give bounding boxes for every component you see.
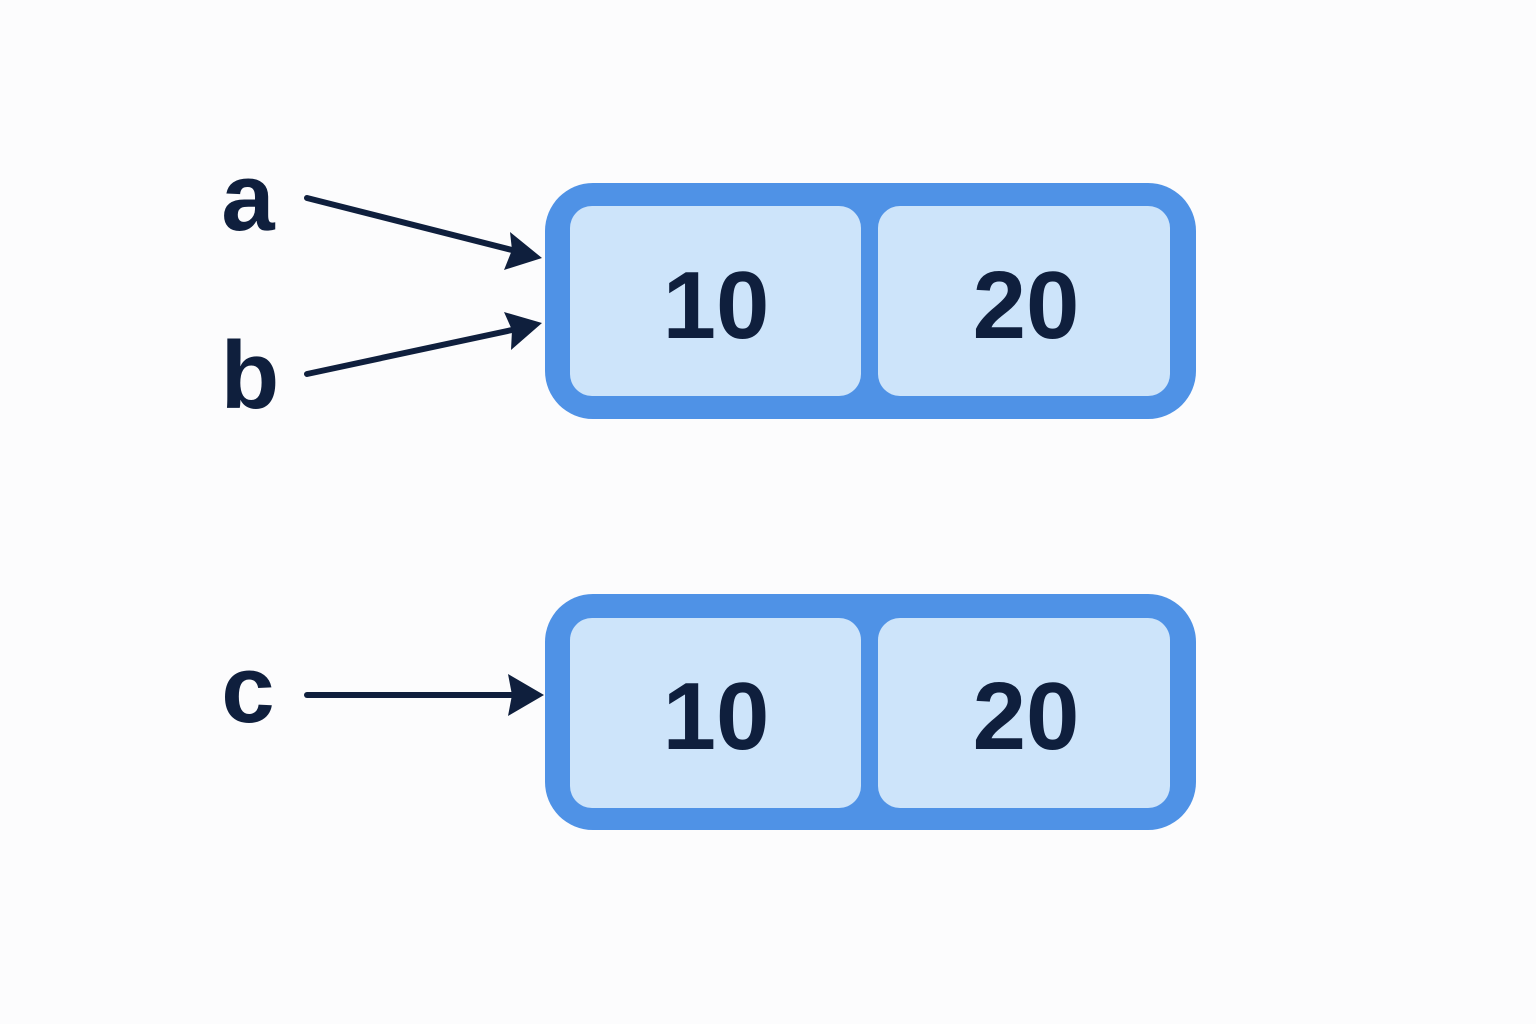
list1-cell-0	[570, 206, 861, 396]
variable-label-b: b	[221, 322, 280, 429]
arrow-a	[304, 195, 542, 270]
list-box-2: 10 20	[545, 594, 1196, 830]
arrow-c	[304, 674, 544, 716]
list2-cell-0	[570, 618, 861, 808]
list-box-1: 10 20	[545, 183, 1196, 419]
list1-cell-1	[878, 206, 1170, 396]
list2-value-0: 10	[663, 663, 770, 770]
variable-label-c: c	[221, 636, 274, 743]
arrow-b	[304, 312, 542, 377]
list1-value-0: 10	[663, 252, 770, 359]
variable-label-a: a	[221, 144, 275, 251]
list1-value-1: 20	[973, 252, 1080, 359]
list2-cell-1	[878, 618, 1170, 808]
list2-value-1: 20	[973, 663, 1080, 770]
